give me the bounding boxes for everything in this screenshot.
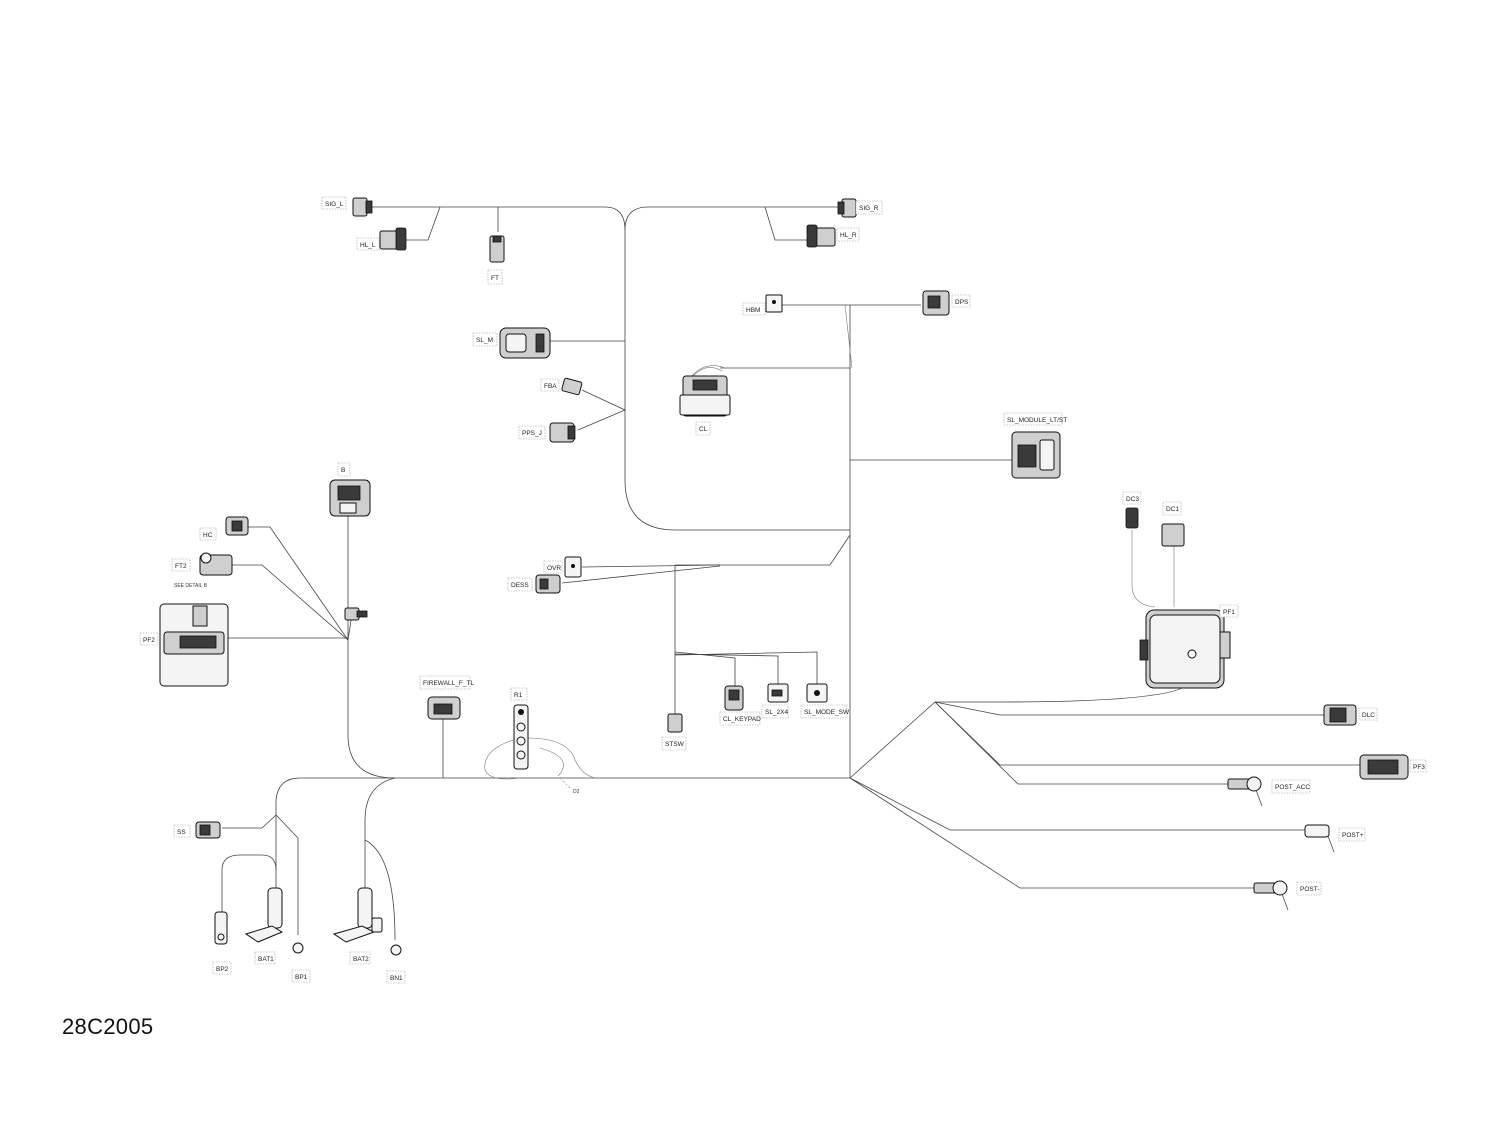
fuse-box-pf1: [1139, 609, 1231, 689]
connector-dess: [535, 574, 561, 594]
sensor-plug: [344, 607, 368, 621]
label-bat1: BAT1: [258, 956, 274, 963]
label-sl-m: SL_M: [476, 337, 493, 344]
connector-hbm: [765, 294, 783, 313]
label-sl-mode-sw: SL_MODE_SW: [804, 709, 850, 716]
label-cl-keypad: CL_KEYPAD: [723, 716, 761, 723]
label-post-minus: POST-: [1300, 886, 1320, 893]
label-fba: FBA: [544, 383, 557, 390]
label-pps-j: PPS_J: [522, 430, 542, 437]
connector-sl-module: [1011, 431, 1061, 479]
label-post-plus: POST+: [1342, 832, 1364, 839]
terminal-bp1: [292, 942, 304, 954]
diagram-code: 28C2005: [62, 1014, 154, 1039]
terminal-post-minus: [1253, 880, 1289, 911]
terminal-bn1: [390, 944, 402, 956]
connector-firewall: [427, 696, 461, 720]
note-detail-b: SEE DETAIL B: [174, 583, 208, 589]
connector-sig-l: [352, 197, 373, 217]
label-cl: CL: [699, 426, 708, 433]
label-ss: SS: [177, 829, 186, 836]
connector-pf2: [159, 603, 229, 687]
label-hl-l: HL_L: [360, 242, 376, 249]
label-sl-module: SL_MODULE_LT/ST: [1007, 417, 1067, 424]
label-bp2: BP2: [216, 966, 229, 973]
label-pf2: PF2: [143, 637, 155, 644]
label-dc3: DC3: [1126, 496, 1139, 503]
label-hc: HC: [203, 532, 213, 539]
label-ft2: FT2: [175, 563, 187, 570]
label-hl-r: HL_R: [840, 232, 857, 239]
label-ft: FT: [491, 275, 499, 282]
connector-dps: [922, 290, 950, 316]
connector-cl-keypad: [724, 685, 744, 711]
connector-sl-2x4: [767, 683, 789, 703]
connector-pps-j: [549, 422, 576, 443]
connector-ovr: [564, 556, 582, 578]
connector-sl-mode-sw: [806, 683, 828, 703]
connector-dc1: [1161, 523, 1185, 547]
label-dlc: DLC: [1362, 712, 1375, 719]
label-dess: DESS: [511, 582, 529, 589]
label-dps: DPS: [955, 299, 969, 306]
label-sig-l: SIG_L: [325, 201, 344, 208]
relay-r1: [513, 704, 529, 770]
connector-sig-r: [837, 198, 857, 218]
connector-labels: SIG_L HL_L FT SIG_R HL_R HBM DPS SL_M FB…: [139, 196, 1427, 984]
label-stsw: STSW: [665, 741, 685, 748]
label-bat2: BAT2: [353, 956, 369, 963]
connector-dc3: [1125, 507, 1139, 529]
connector-b: [329, 479, 371, 517]
connector-ft: [489, 235, 505, 263]
connector-stsw: [667, 713, 683, 733]
harness-wires: [221, 206, 1360, 941]
terminal-bat2: [332, 887, 383, 943]
terminal-bp2: [214, 911, 228, 945]
label-r1: R1: [514, 692, 523, 699]
terminal-bat1: [244, 887, 284, 943]
label-sl-2x4: SL_2X4: [765, 709, 789, 716]
connector-ss: [195, 821, 221, 839]
connector-sl-m: [499, 327, 551, 359]
label-post-acc: POST_ACC: [1275, 784, 1310, 791]
label-ovr: OVR: [547, 565, 561, 572]
terminal-post-acc: [1227, 776, 1263, 807]
connector-cl: [679, 375, 731, 417]
label-pf1: PF1: [1223, 609, 1235, 616]
connector-hl-r: [806, 224, 836, 248]
connector-dlc: [1323, 704, 1357, 726]
label-d2: D2: [573, 789, 580, 795]
connector-ft2: [199, 552, 233, 576]
connector-hl-l: [379, 227, 407, 251]
label-pf3: PF3: [1413, 764, 1425, 771]
connector-pf3: [1359, 754, 1409, 780]
label-dc1: DC1: [1166, 506, 1179, 513]
connector-fba: [561, 377, 583, 396]
terminal-post-plus: [1304, 824, 1335, 853]
label-hbm: HBM: [746, 307, 760, 314]
connector-hc: [225, 516, 249, 536]
label-bn1: BN1: [390, 975, 403, 982]
label-bp1: BP1: [295, 974, 308, 981]
label-firewall: FIREWALL_F_TL: [423, 680, 474, 687]
label-sig-r: SIG_R: [859, 205, 879, 212]
label-b: B: [341, 467, 345, 474]
